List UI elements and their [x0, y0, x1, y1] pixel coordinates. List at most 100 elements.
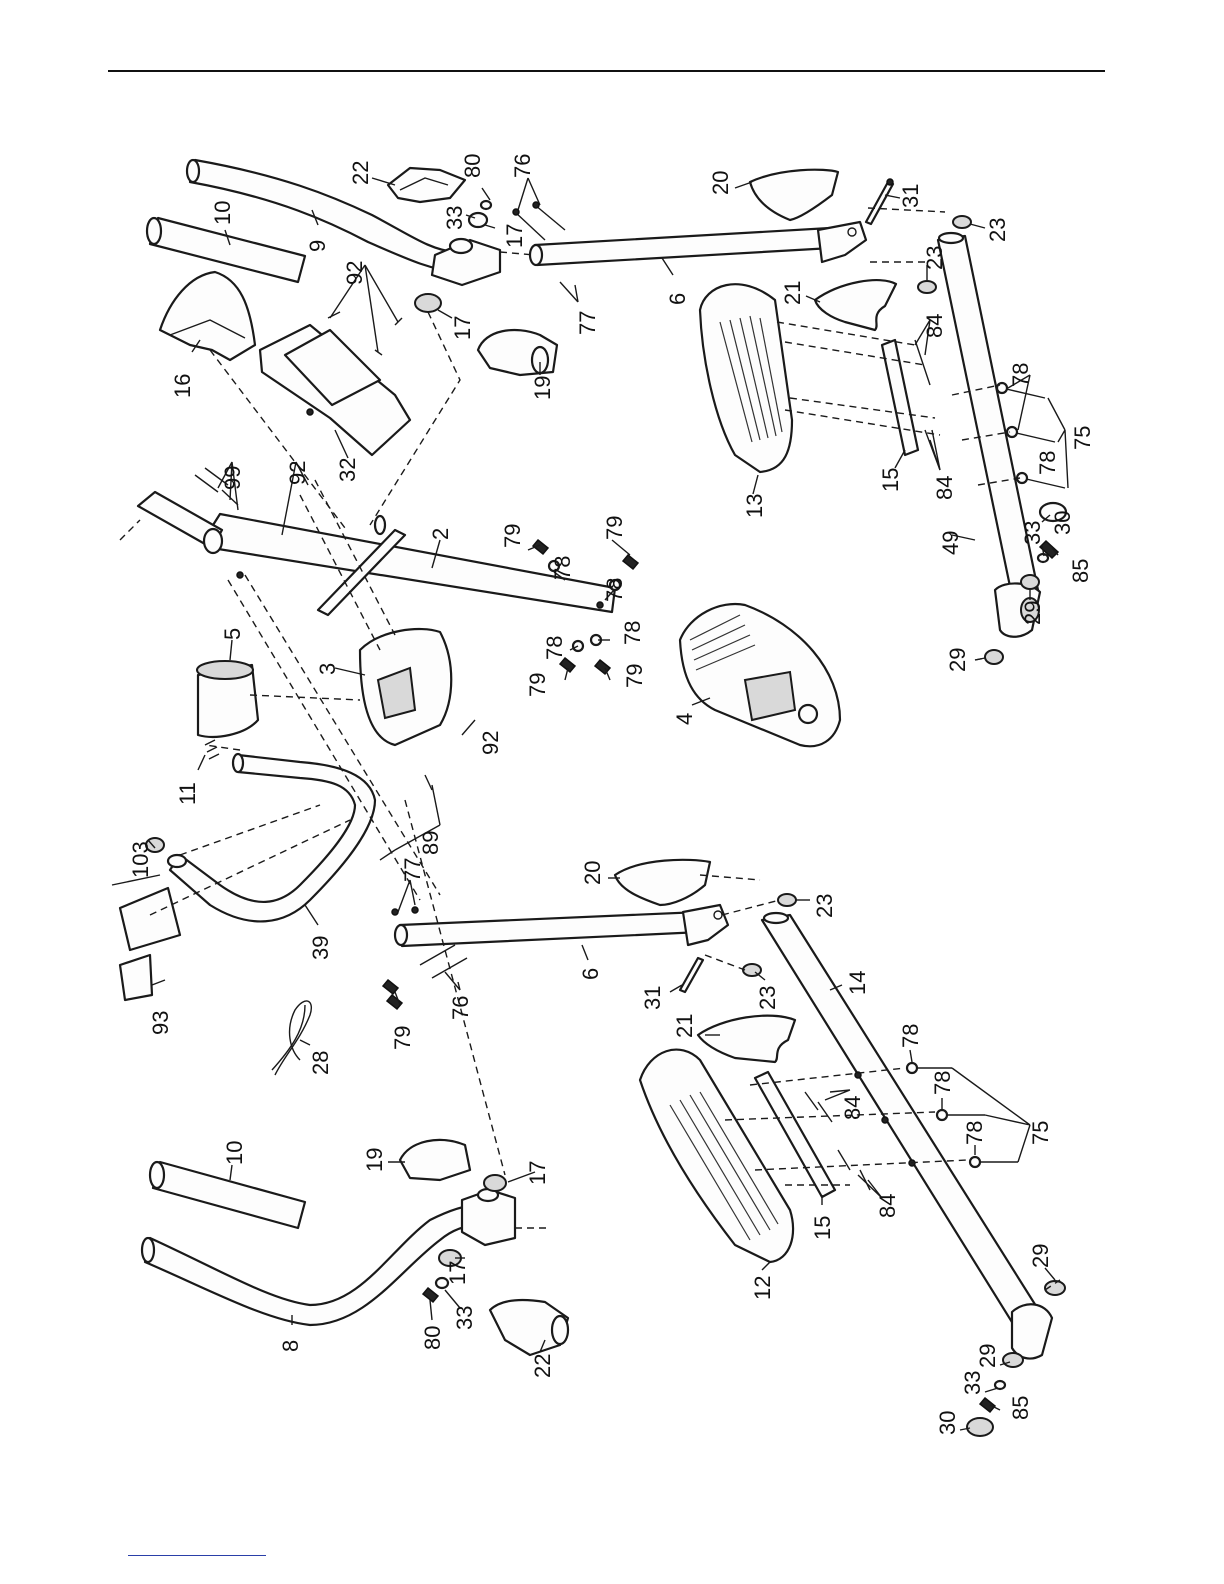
callout-8: 8	[278, 1340, 303, 1352]
callout-14: 14	[845, 971, 870, 995]
callout-23: 23	[812, 894, 837, 918]
callout-30: 30	[1050, 511, 1075, 535]
part-4-console	[680, 604, 840, 746]
callout-2: 2	[428, 528, 453, 540]
part-31-upper-pin	[866, 179, 893, 224]
callout-19: 19	[362, 1148, 387, 1172]
callout-33: 33	[1020, 521, 1045, 545]
callout-23: 23	[922, 246, 947, 270]
callout-33: 33	[452, 1306, 477, 1330]
part-31-lower-pin	[680, 958, 703, 992]
callout-76: 76	[448, 996, 473, 1020]
callout-22: 22	[348, 161, 373, 185]
part-39-handle-frame	[168, 754, 375, 921]
part-22-upper-shroud	[388, 168, 465, 202]
callout-77: 77	[575, 311, 600, 335]
part-21-upper-bracket	[815, 280, 896, 330]
part-11-clip	[205, 740, 219, 759]
callout-29: 29	[945, 648, 970, 672]
callout-17: 17	[445, 1261, 470, 1285]
callout-78: 78	[962, 1121, 987, 1145]
part-19-lower-bracket	[400, 1140, 470, 1180]
callout-76: 76	[510, 154, 535, 178]
callout-17: 17	[525, 1161, 550, 1185]
callout-78: 78	[542, 636, 567, 660]
part-16-shroud	[160, 272, 255, 360]
callout-4: 4	[672, 713, 697, 725]
callout-16: 16	[170, 374, 195, 398]
callout-85: 85	[1008, 1396, 1033, 1420]
callout-21: 21	[780, 281, 805, 305]
callout-84: 84	[922, 314, 947, 338]
callout-5: 5	[220, 628, 245, 640]
callout-85: 85	[1068, 559, 1093, 583]
part-6-upper-upright	[530, 222, 866, 265]
callout-6: 6	[578, 968, 603, 980]
callout-78: 78	[550, 556, 575, 580]
callout-23: 23	[985, 218, 1010, 242]
callout-92: 92	[478, 731, 503, 755]
callout-79: 79	[602, 516, 627, 540]
callout-103: 103	[128, 841, 153, 878]
part-20-upper-cover	[750, 170, 838, 220]
part-8-lower-handlebar	[142, 1205, 480, 1325]
callout-28: 28	[308, 1051, 333, 1075]
callout-80: 80	[420, 1326, 445, 1350]
callout-49: 49	[938, 531, 963, 555]
part-14-pedal-arm	[762, 913, 1052, 1359]
callout-39: 39	[308, 936, 333, 960]
callout-23: 23	[755, 986, 780, 1010]
callout-78: 78	[620, 621, 645, 645]
callout-10: 10	[222, 1141, 247, 1165]
callout-84: 84	[932, 476, 957, 500]
part-22-lower-shroud	[490, 1300, 568, 1355]
part-3-cover	[360, 629, 451, 745]
callout-22: 22	[530, 1354, 555, 1378]
callout-13: 13	[742, 494, 767, 518]
callout-29: 29	[1020, 601, 1045, 625]
part-19-upper-bracket	[478, 330, 557, 375]
callout-93: 93	[148, 1011, 173, 1035]
callout-17: 17	[450, 316, 475, 340]
callout-29: 29	[1028, 1244, 1053, 1268]
callout-10: 10	[210, 201, 235, 225]
callout-31: 31	[898, 184, 923, 208]
part-13-pedal	[700, 284, 792, 472]
callout-84: 84	[840, 1096, 865, 1120]
callout-19: 19	[530, 376, 555, 400]
callout-78: 78	[1008, 363, 1033, 387]
part-15-upper-bracket	[882, 340, 940, 470]
callout-79: 79	[622, 664, 647, 688]
callout-77: 77	[400, 858, 425, 882]
callout-15: 15	[810, 1216, 835, 1240]
part-21-lower-bracket	[698, 1016, 795, 1062]
callout-29: 29	[975, 1344, 1000, 1368]
callout-79: 79	[500, 524, 525, 548]
part-10-lower-grip	[150, 1162, 305, 1228]
callout-33: 33	[960, 1371, 985, 1395]
part-93-pulse-grip	[112, 875, 180, 1000]
callout-92: 92	[285, 461, 310, 485]
callout-3: 3	[315, 663, 340, 675]
callout-20: 20	[580, 861, 605, 885]
callout-30: 30	[935, 1411, 960, 1435]
callout-78: 78	[1035, 451, 1060, 475]
callout-33: 33	[442, 206, 467, 230]
callout-21: 21	[672, 1014, 697, 1038]
callout-84: 84	[875, 1194, 900, 1218]
callout-32: 32	[335, 458, 360, 482]
callout-31: 31	[640, 986, 665, 1010]
footer-link-underline	[128, 1555, 266, 1556]
callout-79: 79	[525, 673, 550, 697]
callout-17: 17	[502, 224, 527, 248]
callout-11: 11	[175, 782, 200, 805]
callout-9: 9	[305, 240, 330, 252]
part-20-lower-cover	[615, 860, 710, 905]
callout-92: 92	[342, 261, 367, 285]
callout-80: 80	[460, 154, 485, 178]
part-28-wire	[272, 1001, 311, 1075]
part-5-shroud-cup	[197, 661, 258, 737]
callout-20: 20	[708, 171, 733, 195]
